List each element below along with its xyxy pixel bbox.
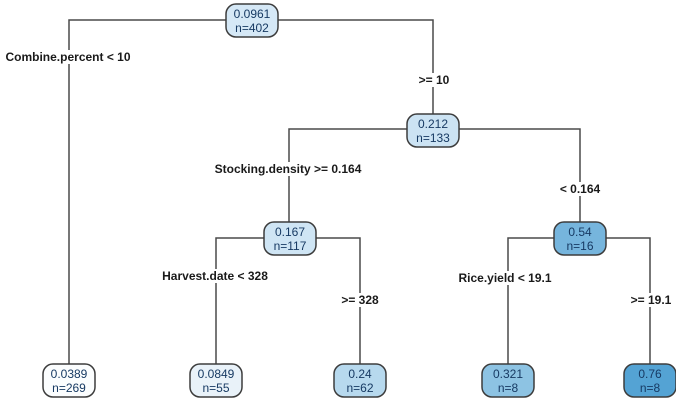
leaf-00389-box [42,363,96,398]
edge-n054-right [606,237,651,364]
edge-root-right [278,19,434,114]
split-label-rice-right: >= 19.1 [627,293,675,307]
node-0212-value: 0.212 [418,117,448,131]
leaf-00849-count: n=55 [202,381,229,395]
edge-root-left [68,19,226,364]
split-label-stocking-left: Stocking.density >= 0.164 [211,162,365,176]
leaf-076-value: 0.76 [638,367,662,381]
node-root-value: 0.0961 [234,7,271,21]
leaf-00389-value: 0.0389 [51,367,88,381]
node-054-count: n=16 [566,239,593,253]
leaf-024-count: n=62 [346,381,373,395]
leaf-024-value: 0.24 [348,367,372,381]
edge-n0167-right [316,237,361,364]
leaf-00849-box [189,363,243,398]
node-0212-count: n=133 [416,131,450,145]
node-0212-box [406,113,460,148]
split-label-rice-left: Rice.yield < 19.1 [455,271,555,285]
split-label-combine-right: >= 10 [415,73,453,87]
leaf-0321-count: n=8 [498,381,519,395]
leaf-00849-value: 0.0849 [198,367,235,381]
leaf-024-box [333,363,387,398]
split-label-harvest-left: Harvest.date < 328 [159,269,271,283]
node-054-box [553,221,607,256]
edge-n0212-right [459,128,581,222]
node-root-count: n=402 [235,21,269,35]
leaf-00389-count: n=269 [52,381,86,395]
node-0167-box [263,221,317,256]
leaf-076-count: n=8 [640,381,661,395]
split-label-stocking-right: < 0.164 [556,182,604,196]
node-054-value: 0.54 [568,225,592,239]
node-0167-value: 0.167 [275,225,305,239]
leaf-0321-value: 0.321 [493,367,523,381]
node-0167-count: n=117 [274,239,307,253]
edge-n0212-left [288,128,407,222]
split-label-harvest-right: >= 328 [338,293,382,307]
edge-n054-left [507,237,554,364]
node-root-box [225,3,279,38]
leaf-0321-box [481,363,535,398]
edge-n0167-left [215,237,264,364]
leaf-076-box [623,363,676,398]
split-label-combine-left: Combine.percent < 10 [2,50,134,64]
